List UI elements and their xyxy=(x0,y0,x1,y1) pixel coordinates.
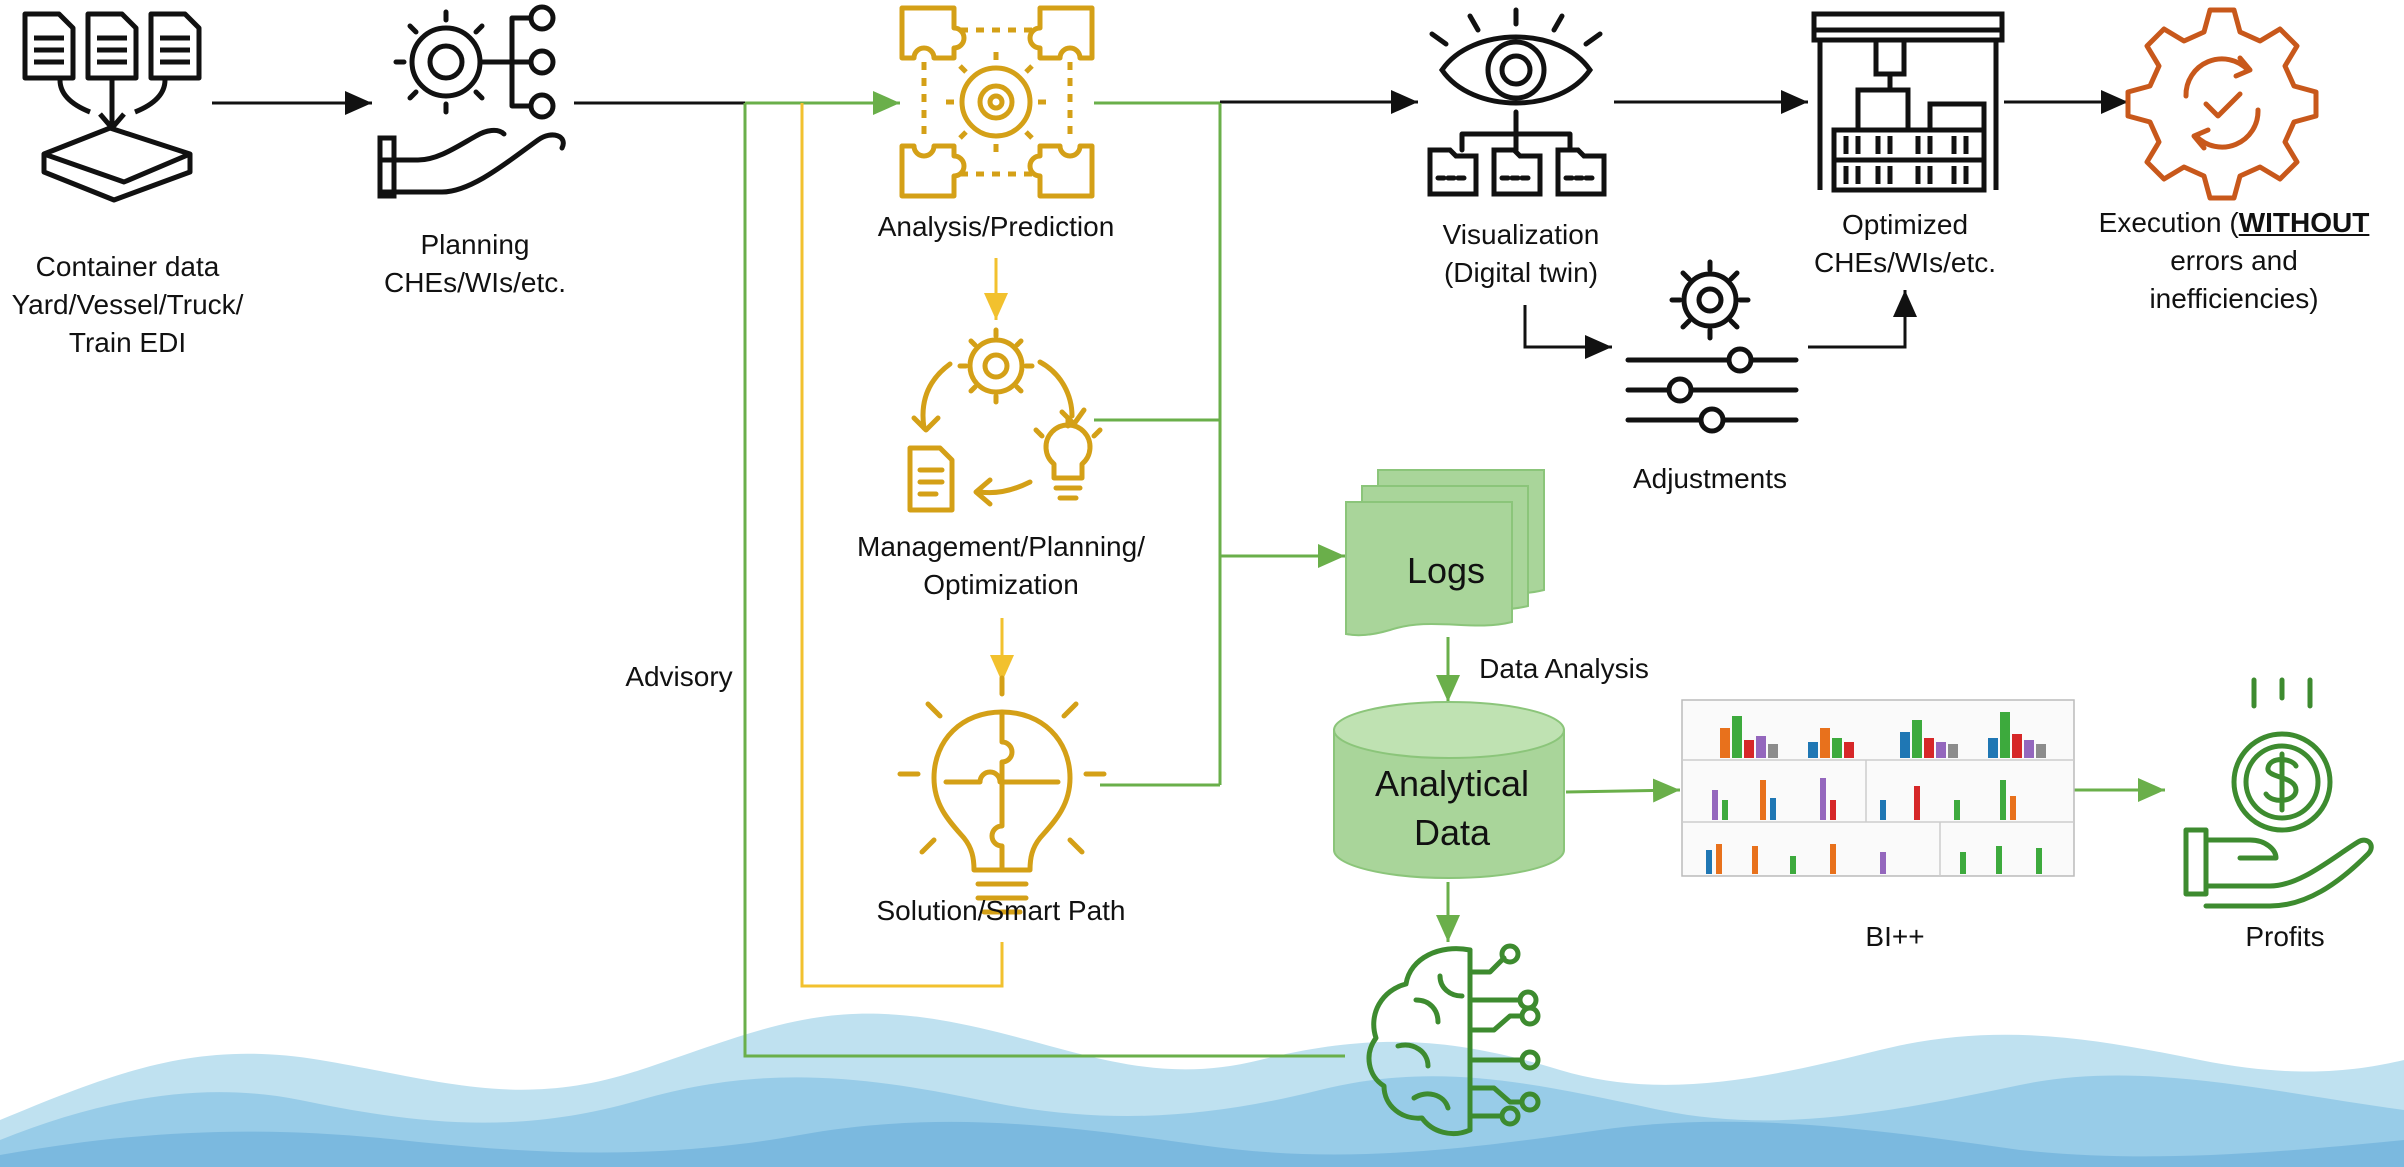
management-label: Management/Planning/ Optimization xyxy=(857,531,1145,600)
gear-check-icon xyxy=(2125,7,2319,201)
puzzle-lightbulb-icon xyxy=(897,675,1107,915)
puzzle-gear-icon xyxy=(899,5,1095,199)
profits-label: Profits xyxy=(2245,921,2325,952)
hand-dollar-coin-icon xyxy=(2183,677,2374,909)
advisory-label: Advisory xyxy=(625,661,733,692)
bi-label: BI++ xyxy=(1865,921,1925,952)
dashboard-bar-charts-icon xyxy=(1681,699,2075,877)
hand-gear-network-icon xyxy=(377,4,566,199)
visualization-label: Visualization (Digital twin) xyxy=(1442,219,1600,288)
solution-label: Solution/Smart Path xyxy=(876,895,1126,926)
brain-circuit-icon xyxy=(1366,943,1541,1136)
container-crane-icon xyxy=(1811,11,2005,193)
eye-folders-icon xyxy=(1427,7,1607,197)
analytical-label-line2: Data xyxy=(1414,812,1491,853)
container-data-label: Container data Yard/Vessel/Truck/ Train … xyxy=(11,251,244,358)
wave-background xyxy=(0,1013,2404,1167)
adjustments-label: Adjustments xyxy=(1632,463,1788,494)
documents-to-tray-icon xyxy=(22,11,202,203)
analytical-label-line1: Analytical xyxy=(1375,763,1529,804)
logs-document xyxy=(1345,469,1545,637)
logs-label: Logs xyxy=(1407,550,1485,591)
optimized-label: Optimized CHEs/WIs/etc. xyxy=(1813,209,1996,278)
gear-sliders-icon xyxy=(1625,259,1799,434)
cycle-gear-bulb-doc-icon xyxy=(907,327,1103,513)
analysis-label: Analysis/Prediction xyxy=(877,211,1115,242)
execution-label: Execution (WITHOUT errors and inefficien… xyxy=(2098,207,2370,314)
analytical-data-cylinder xyxy=(1333,701,1565,879)
planning-label: Planning CHEs/WIs/etc. xyxy=(383,229,566,298)
data-analysis-label: Data Analysis xyxy=(1479,653,1649,684)
